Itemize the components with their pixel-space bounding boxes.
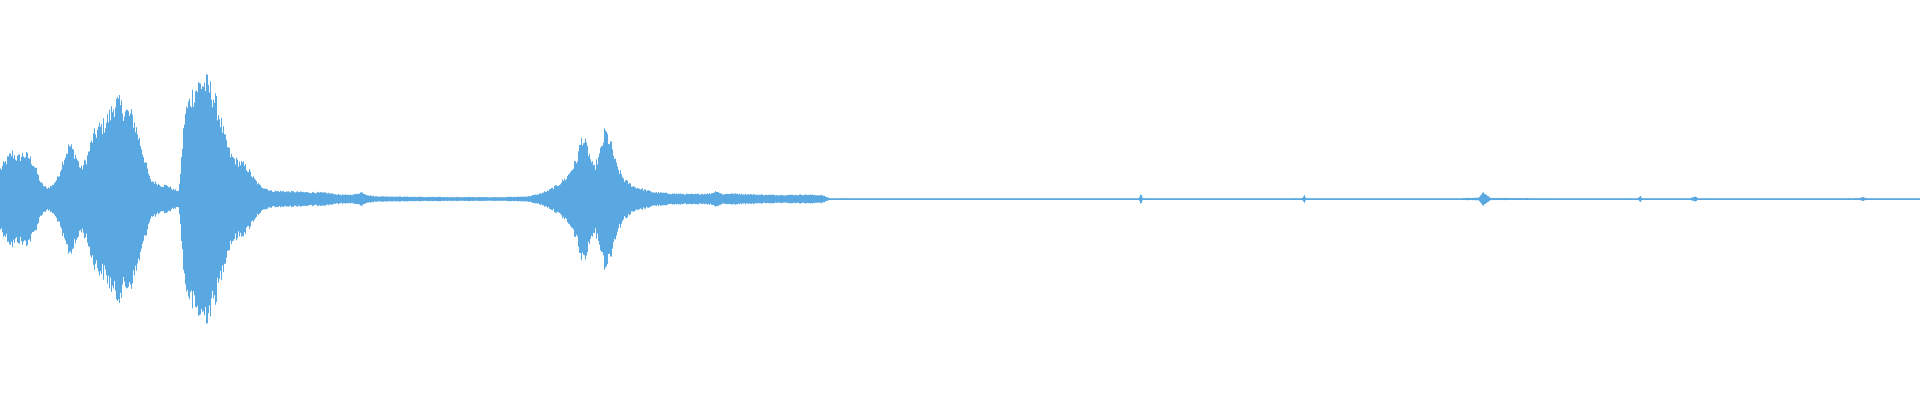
audio-waveform[interactable]: [0, 0, 1920, 400]
audio-waveform-view[interactable]: [0, 0, 1920, 400]
